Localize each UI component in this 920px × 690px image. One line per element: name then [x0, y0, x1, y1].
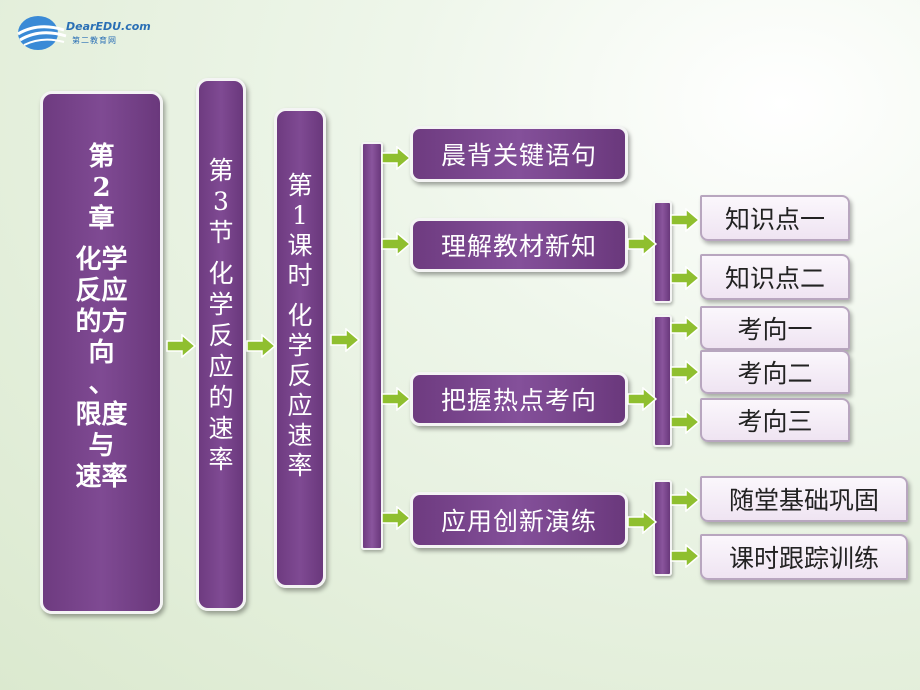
branch-new-knowledge[interactable]: 理解教材新知: [410, 218, 628, 272]
arrow-right-icon: [670, 360, 700, 384]
chapter-title-line: 2: [92, 173, 111, 203]
lesson-title-line: 化: [287, 301, 313, 330]
chapter-title-line: 限度: [75, 400, 128, 430]
section-title-line: 的: [208, 383, 234, 412]
arrow-right-icon: [670, 266, 700, 290]
arrow-right-icon: [381, 506, 411, 530]
section-title-line: 节: [208, 218, 234, 247]
lesson-title-line: 速: [287, 421, 313, 450]
leaf-in-class-practice[interactable]: 随堂基础巩固: [700, 476, 908, 522]
branch-bar-practice: [653, 480, 672, 576]
section-title-line: 化: [208, 259, 234, 288]
lesson-title-line: 率: [287, 451, 313, 480]
chapter-title-line: 与: [88, 431, 115, 461]
arrow-right-icon: [246, 334, 276, 358]
chapter-title-line: 向: [88, 338, 115, 368]
lesson-title-line: [296, 291, 304, 301]
logo: DearEDU.com 第二教育网: [14, 10, 151, 56]
chapter-title-line: [97, 235, 106, 245]
arrow-right-icon: [381, 387, 411, 411]
leaf-knowledge-point-1[interactable]: 知识点一: [700, 195, 850, 241]
arrow-right-icon: [627, 387, 657, 411]
lesson-title-line: 第: [287, 171, 313, 200]
leaf-after-class-training[interactable]: 课时跟踪训练: [700, 534, 908, 580]
lesson-title-line: 1: [292, 201, 308, 230]
section-title-line: 反: [208, 321, 234, 350]
chapter-title-line: 章: [88, 204, 115, 234]
branch-hotspots[interactable]: 把握热点考向: [410, 372, 628, 426]
section-title-line: 第: [208, 156, 234, 185]
chapter-title-line: 反应: [75, 276, 128, 306]
section-title-line: 率: [208, 445, 234, 474]
arrow-right-icon: [381, 232, 411, 256]
arrow-right-icon: [670, 544, 700, 568]
branch-bar-main: [361, 142, 383, 550]
branch-bar-hotspots: [653, 315, 672, 447]
chapter-title-line: 速率: [75, 462, 128, 492]
chapter-title-line: 的方: [75, 307, 128, 337]
section-title-line: 学: [208, 290, 234, 319]
logo-subtitle: 第二教育网: [72, 36, 117, 45]
leaf-exam-direction-1[interactable]: 考向一: [700, 306, 850, 350]
arrow-right-icon: [381, 146, 411, 170]
logo-text: DearEDU.com: [66, 20, 151, 33]
section-title-line: 速: [208, 414, 234, 443]
arrow-right-icon: [627, 510, 657, 534]
lesson-title-line: 应: [287, 391, 313, 420]
logo-swoosh-icon: [17, 16, 67, 50]
section-title-line: 应: [208, 352, 234, 381]
arrow-right-icon: [166, 334, 196, 358]
lesson-title-line: 时: [287, 261, 313, 290]
leaf-knowledge-point-2[interactable]: 知识点二: [700, 254, 850, 300]
chapter-title-line: 化学: [75, 245, 128, 275]
arrow-right-icon: [670, 488, 700, 512]
lesson-title-line: 反: [287, 361, 313, 390]
arrow-right-icon: [330, 328, 360, 352]
lesson-title-line: 学: [287, 331, 313, 360]
arrow-right-icon: [670, 208, 700, 232]
section-title-line: 3: [213, 187, 229, 216]
section-title-line: [217, 248, 225, 258]
chapter-title-line: 、: [88, 369, 115, 399]
arrow-right-icon: [627, 232, 657, 256]
leaf-exam-direction-2[interactable]: 考向二: [700, 350, 850, 394]
branch-morning-recitation[interactable]: 晨背关键语句: [410, 126, 628, 182]
arrow-right-icon: [670, 410, 700, 434]
chapter-title-line: 第: [88, 142, 115, 172]
lesson-title-line: 课: [287, 231, 313, 260]
branch-bar-new-knowledge: [653, 201, 672, 303]
branch-practice[interactable]: 应用创新演练: [410, 492, 628, 548]
leaf-exam-direction-3[interactable]: 考向三: [700, 398, 850, 442]
arrow-right-icon: [670, 316, 700, 340]
